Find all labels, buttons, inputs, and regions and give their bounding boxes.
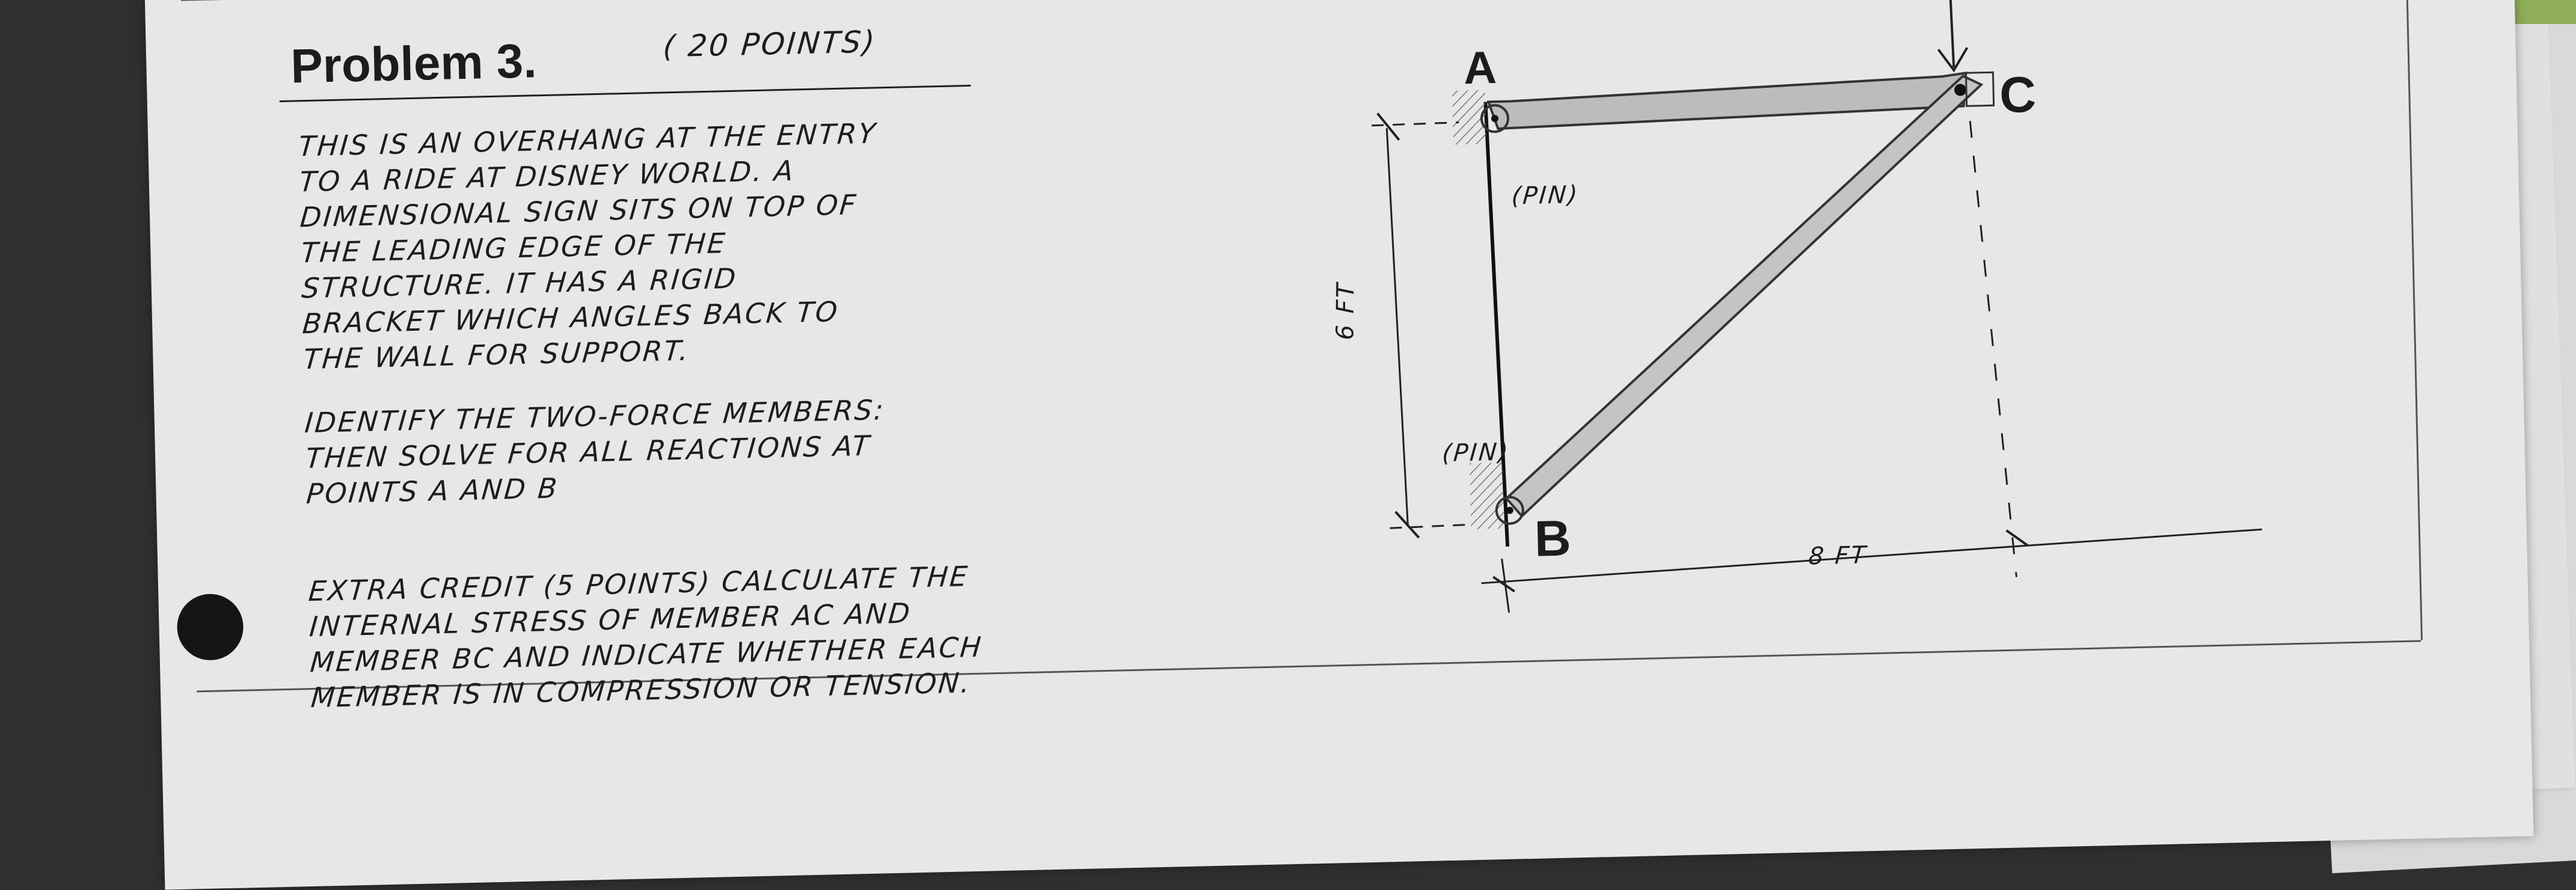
instructions-paragraph: IDENTIFY THE TWO-FORCE MEMBERS: THEN SOL… (304, 392, 887, 512)
load-arrow-line (1946, 0, 1955, 67)
photo-scene: Problem 3. ( 20 POINTS) THIS IS AN OVERH… (144, 0, 2576, 890)
pin-c-icon (1954, 84, 1967, 96)
pin-a-icon (1480, 104, 1509, 134)
dim-6ft-line (1385, 128, 1409, 525)
load-arrow-head-icon (1937, 47, 1969, 73)
member-ac (1486, 71, 1967, 130)
extra-credit-paragraph: EXTRA CREDIT (5 POINTS) CALCULATE THE IN… (307, 559, 984, 716)
wall-line (1483, 102, 1510, 547)
label-point-c: C (1999, 66, 2037, 124)
node-c-box (1964, 71, 1995, 107)
pin-b-icon (1495, 496, 1524, 525)
dim-8ft-line (1481, 528, 2262, 585)
member-bc (1504, 75, 1984, 518)
hole-punch (176, 593, 244, 661)
problem-title: Problem 3. (290, 34, 538, 93)
description-paragraph: THIS IS AN OVERHANG AT THE ENTRY TO A RI… (297, 115, 882, 377)
truss-diagram (1372, 0, 2262, 613)
label-dim-8ft: 8 FT (1807, 541, 1869, 571)
label-point-b: B (1533, 509, 1572, 567)
label-point-a: A (1463, 42, 1497, 94)
label-dim-6ft: 6 FT (1331, 281, 1360, 340)
label-pin-a: (PIN) (1510, 180, 1580, 210)
label-pin-b: (PIN) (1441, 438, 1511, 468)
problem-points: ( 20 POINTS) (661, 24, 878, 64)
wall-hatch-top (1452, 90, 1486, 145)
page-frame-right (2405, 0, 2423, 640)
worksheet-page: Problem 3. ( 20 POINTS) THIS IS AN OVERH… (144, 0, 2534, 890)
